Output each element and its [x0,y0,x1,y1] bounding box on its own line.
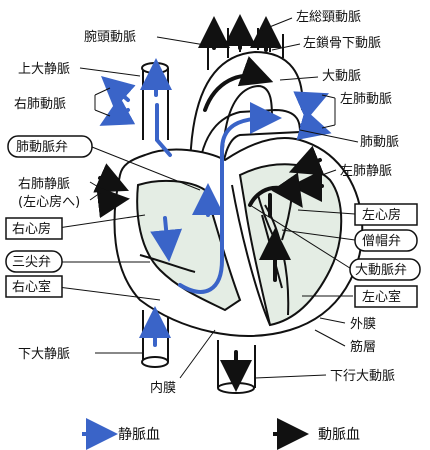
label-tricuspid-valve: 三尖弁 [12,255,51,270]
legend-arterial-label: 動脈血 [318,427,360,443]
descending-aorta [217,340,256,388]
label-pulmonary-artery: 肺動脈 [360,135,399,150]
label-left-common-carotid: 左総頸動脈 [296,10,361,25]
label-inferior-vena-cava: 下大静脈 [18,347,70,362]
label-to-left-atrium: (左心房へ) [18,194,80,210]
arterial-flow [93,14,325,392]
label-right-pulmonary-vein: 右肺静脈 [18,177,70,192]
leader-lines [57,17,359,379]
label-left-pulmonary-vein: 左肺静脈 [340,164,392,179]
rpv-flow-arrow-2 [96,186,130,219]
label-left-pulmonary-artery: 左肺動脈 [340,92,392,107]
aortic-valve-box [349,258,421,281]
lpa-flow-arrow-2 [296,109,332,141]
left-atrium-box [354,203,418,226]
label-left-subclavian: 左鎖骨下動脈 [303,35,381,51]
label-superior-vena-cava: 上大静脈 [18,62,70,77]
label-right-atrium: 右心房 [12,221,51,237]
label-brachiocephalic-artery: 腕頭動脈 [84,29,136,45]
label-mitral-valve: 僧帽弁 [362,233,401,249]
la-flow-arrow [248,172,303,208]
aortic-arch-flow-arrow [203,56,274,112]
venous-flow [99,58,332,347]
label-left-ventricle: 左心室 [362,289,401,305]
label-descending-aorta: 下行大動脈 [330,369,395,384]
legend-venous-label: 静脈血 [118,427,160,443]
label-right-pulmonary-artery: 右肺動脈 [14,97,66,112]
label-myocardium: 筋層 [350,339,376,355]
rpa-flow-arrow-1 [101,76,136,110]
text-labels: 腕頭動脈 左総頸動脈 左鎖骨下動脈 上大静脈 大動脈 右肺動脈 左肺動脈 肺動脈… [12,10,407,396]
legend: 静脈血 動脈血 [82,418,360,450]
label-epicardium: 外膜 [350,317,376,332]
right-atrium-box [5,217,63,240]
boxed-labels [5,135,421,308]
right-ventricle-box [5,275,63,298]
label-pulmonary-valve: 肺動脈弁 [16,140,68,155]
mitral-valve-box [354,229,418,252]
lpv-flow-arrow-1 [288,145,325,176]
ra-flow-arrow [150,216,183,262]
rpv-flow-arrow-1 [93,163,129,193]
label-aortic-valve: 大動脈弁 [355,263,407,278]
rpa-flow-arrow-2 [99,96,136,126]
label-left-atrium: 左心房 [362,207,401,223]
label-aorta: 大動脈 [322,69,361,84]
label-endocardium: 内膜 [150,380,176,396]
tricuspid-valve-box [5,250,63,273]
label-right-ventricle: 右心室 [12,279,51,295]
lpa-flow-arrow-1 [293,91,329,121]
left-ventricle-box [354,285,418,308]
pulmonary-valve-box [7,135,93,158]
